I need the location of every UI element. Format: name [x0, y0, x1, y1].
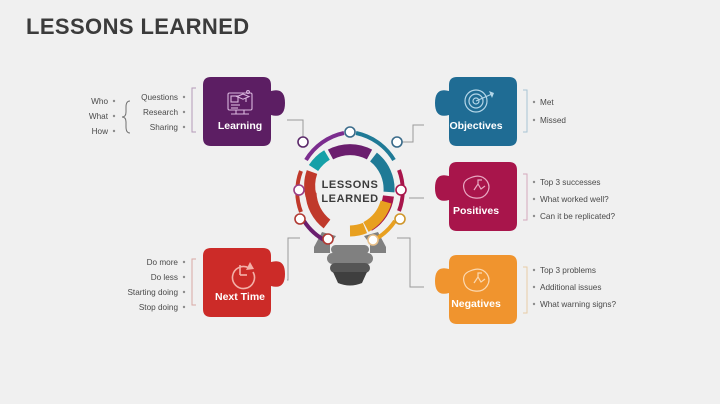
node-positives[interactable]: Positives	[435, 162, 517, 231]
inner-ring-segment-orange	[363, 200, 392, 232]
head-thumbsup-icon	[463, 175, 490, 199]
ring-node-bottom-right	[394, 213, 406, 225]
node-negatives[interactable]: Negatives	[435, 255, 517, 324]
node-objectives[interactable]: Objectives	[435, 77, 517, 146]
positives-bullet-2: Can it be replicated?	[540, 212, 616, 221]
bullet-dot	[532, 100, 536, 104]
learning-bullets: Questions Research Sharing Who What How	[89, 87, 196, 136]
connector-learning	[287, 119, 304, 142]
node-negatives-shape[interactable]	[435, 255, 517, 324]
inner-ring-segment-red	[305, 192, 331, 229]
learning-subbullet-0: Who	[91, 97, 108, 106]
next-time-brace	[191, 258, 196, 306]
bullet-dot	[532, 197, 536, 201]
bullet-dot	[532, 302, 536, 306]
learning-brace	[191, 87, 196, 133]
ring-node-bottom-left-2	[322, 233, 334, 245]
node-positives-shape[interactable]	[435, 162, 517, 231]
bullet-dot	[532, 214, 536, 218]
monitor-graduation-icon	[227, 90, 253, 115]
bullet-dot	[532, 268, 536, 272]
node-next-time-label: Next Time	[215, 291, 265, 303]
target-dart-icon	[464, 89, 494, 113]
ring-node-bottom-right-2	[367, 234, 379, 246]
node-learning[interactable]: Learning	[203, 77, 285, 146]
bullet-dot	[182, 125, 186, 129]
learning-subbrace	[121, 100, 131, 134]
negatives-bullets: Top 3 problems Additional issues What wa…	[523, 266, 616, 314]
center-label-line2: LEARNED	[321, 193, 378, 205]
objectives-bullets: Met Missed	[523, 89, 566, 133]
positives-brace	[523, 173, 528, 221]
connector-lines	[287, 119, 424, 288]
page-title: LESSONS LEARNED	[26, 14, 250, 39]
bullet-dot	[532, 285, 536, 289]
node-learning-label: Learning	[218, 120, 262, 132]
bullet-dot	[112, 114, 116, 118]
bullet-dot	[532, 180, 536, 184]
next-time-bullet-3: Stop doing	[139, 303, 179, 312]
bullet-dot	[532, 118, 536, 122]
negatives-bullet-2: What warning signs?	[540, 300, 616, 309]
ring-node-top-right	[391, 136, 403, 148]
learning-subbullet-1: What	[89, 112, 109, 121]
bullet-dot	[112, 99, 116, 103]
ring-node-top-left	[297, 136, 309, 148]
objectives-bullet-0: Met	[540, 98, 554, 107]
connector-objectives	[397, 124, 424, 143]
node-next-time-shape[interactable]	[203, 248, 285, 317]
bullet-dot	[182, 305, 186, 309]
head-thumbsdown-icon	[463, 268, 490, 292]
node-negatives-label: Negatives	[451, 298, 501, 310]
connector-next-time	[287, 237, 300, 281]
next-time-bullets: Do more Do less Starting doing Stop doin…	[127, 258, 196, 312]
ring-node-dots	[293, 126, 407, 246]
clock-refresh-icon	[231, 262, 256, 290]
learning-bullet-0: Questions	[141, 93, 178, 102]
node-objectives-label: Objectives	[449, 120, 502, 132]
bullet-dot	[182, 290, 186, 294]
positives-bullet-0: Top 3 successes	[540, 178, 601, 187]
connector-negatives	[397, 237, 424, 288]
node-next-time[interactable]: Next Time	[203, 248, 285, 317]
positives-bullet-1: What worked well?	[540, 195, 609, 204]
positives-bullets: Top 3 successes What worked well? Can it…	[523, 173, 616, 221]
lightbulb-center: LESSONS LEARNED	[293, 126, 407, 286]
objectives-bullet-1: Missed	[540, 116, 566, 125]
learning-bullet-2: Sharing	[150, 123, 179, 132]
negatives-bullet-1: Additional issues	[540, 283, 601, 292]
ring-node-left	[293, 184, 305, 196]
bullet-dot	[182, 275, 186, 279]
bullet-dot	[182, 110, 186, 114]
center-label-line1: LESSONS	[322, 179, 379, 191]
next-time-bullet-1: Do less	[151, 273, 178, 282]
bullet-dot	[112, 129, 116, 133]
ring-node-top	[344, 126, 356, 138]
objectives-brace	[523, 89, 528, 133]
bullet-dot	[182, 260, 186, 264]
next-time-bullet-0: Do more	[147, 258, 179, 267]
negatives-bullet-0: Top 3 problems	[540, 266, 596, 275]
ring-node-right	[395, 184, 407, 196]
bullet-dot	[182, 95, 186, 99]
learning-bullet-1: Research	[143, 108, 178, 117]
ring-node-bottom-left	[294, 213, 306, 225]
node-positives-label: Positives	[453, 205, 499, 217]
next-time-bullet-2: Starting doing	[127, 288, 178, 297]
negatives-brace	[523, 266, 528, 314]
learning-subbullet-2: How	[92, 127, 108, 136]
